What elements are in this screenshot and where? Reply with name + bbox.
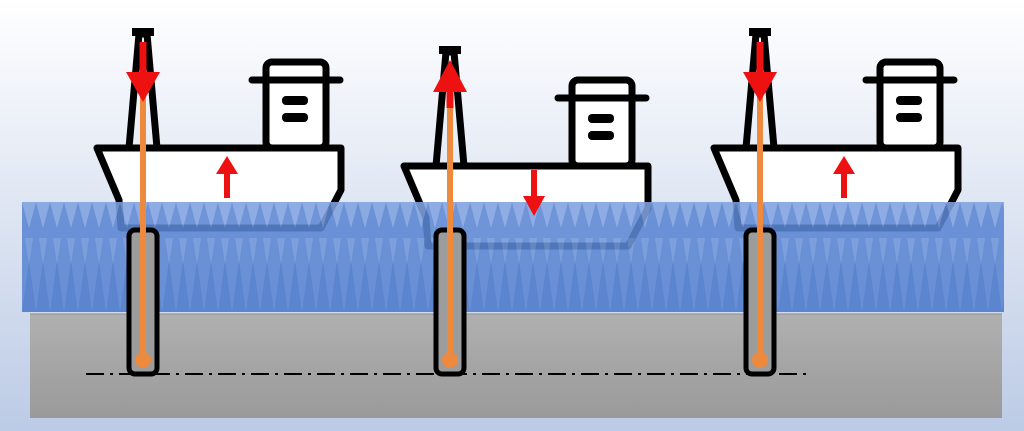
drill-bit-2 bbox=[442, 352, 458, 368]
sea-water bbox=[22, 202, 1004, 312]
drill-string-arrowhead-1 bbox=[126, 72, 160, 102]
drill-string-arrowhead-3 bbox=[743, 72, 777, 102]
seabed bbox=[30, 314, 1002, 418]
heave-arrowhead-2 bbox=[523, 196, 545, 216]
heave-arrowhead-1 bbox=[216, 156, 238, 174]
drill-bit-1 bbox=[135, 352, 151, 368]
window-bottom-2 bbox=[588, 131, 614, 140]
window-top-3 bbox=[896, 96, 922, 105]
drill-string-arrowhead-2 bbox=[433, 60, 467, 92]
crown-block-1 bbox=[132, 28, 154, 36]
window-bottom-1 bbox=[282, 113, 308, 122]
heave-arrowhead-3 bbox=[833, 156, 855, 174]
crown-block-2 bbox=[439, 46, 461, 54]
drill-bit-3 bbox=[752, 352, 768, 368]
window-bottom-3 bbox=[896, 113, 922, 122]
window-top-1 bbox=[282, 96, 308, 105]
window-top-2 bbox=[588, 114, 614, 123]
crown-block-3 bbox=[749, 28, 771, 36]
